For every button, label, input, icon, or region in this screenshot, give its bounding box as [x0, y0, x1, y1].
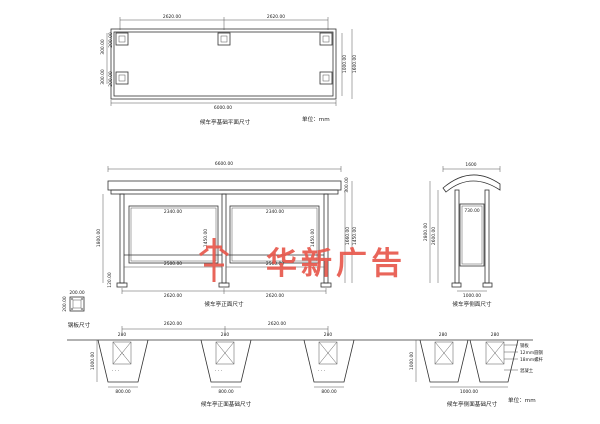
plan-pad-dim-2: 300.00 — [100, 69, 106, 85]
front-panel-dim-2: 2340.00 — [266, 209, 284, 215]
front-height-3: 1450.00 — [352, 227, 358, 245]
legend-item-3: 18mm螺杆 — [520, 356, 544, 363]
front-ad-panel-left — [128, 205, 219, 264]
side-dim-inner: 730.00 — [464, 208, 480, 214]
found-depth-side: 1000.00 — [409, 352, 415, 370]
front-height-7: 120.00 — [107, 272, 113, 288]
watermark-logo — [199, 238, 229, 282]
svg-text:· ·: · · — [120, 353, 124, 358]
front-height-5: 1450.00 — [310, 229, 316, 247]
front-roof — [107, 180, 342, 191]
found-width-3: 800.00 — [321, 389, 337, 395]
found-dim-top-2: 2620.00 — [268, 321, 286, 327]
found-small-dim-1: 280 — [118, 332, 127, 338]
found-small-dim-2: 280 — [221, 332, 230, 338]
found-width-4: 1000.00 — [460, 389, 478, 395]
front-post-middle — [221, 193, 227, 284]
side-elevation: 1600 730.00 1000.00 2800.00 2600.00 候车亭侧… — [423, 162, 501, 308]
footing-3: · · · — [303, 339, 355, 383]
legend-item-1: 钢板 — [520, 342, 529, 349]
front-bottom-dim-1: 2620.00 — [164, 293, 182, 299]
side-height-1: 2800.00 — [423, 223, 429, 241]
found-small-dim-5: 280 — [491, 332, 500, 338]
found-small-dim-4: 280 — [439, 332, 448, 338]
front-inner-dim-2: 2500.00 — [266, 261, 284, 267]
found-width-1: 800.00 — [115, 389, 131, 395]
footing-1: · · · · · — [97, 339, 149, 383]
watermark: 华新广告 — [199, 238, 406, 282]
svg-text:· · ·: · · · — [318, 369, 325, 374]
side-post-right — [484, 189, 490, 284]
side-panel — [459, 203, 485, 267]
front-post-left — [119, 193, 125, 284]
watermark-text: 华新广告 — [266, 246, 406, 282]
found-dim-top-1: 2620.00 — [164, 321, 182, 327]
plan-outline — [110, 28, 337, 100]
front-bottom-dim-2: 2620.00 — [266, 293, 284, 299]
footing-side — [419, 339, 519, 383]
plan-dim-top-1: 2620.00 — [163, 14, 181, 20]
side-dim-top: 1600 — [465, 162, 476, 168]
side-roof — [442, 174, 501, 193]
front-height-1: 1800.00 — [96, 229, 102, 247]
front-height-6: 300.00 — [344, 177, 350, 193]
plate-dim-w: 200.00 — [69, 290, 85, 296]
foundation-sections: 2620.00 2620.00 280 280 280 280 280 · · … — [67, 321, 544, 408]
svg-text:· · ·: · · · — [112, 369, 119, 374]
plan-dim-total: 6000.00 — [214, 105, 232, 111]
front-height-4: 1450.00 — [203, 229, 209, 247]
foundation-side-caption: 候车亭侧面基础尺寸 — [447, 400, 498, 408]
plan-pad-dim-3: 200.00 — [108, 32, 114, 48]
foundation-legend: 钢板 12mm圆钢 18mm螺杆 混凝土 — [504, 342, 544, 374]
front-height-2: 1660.00 — [345, 227, 351, 245]
plan-caption: 候车亭基础平面尺寸 — [200, 118, 251, 126]
side-dim-bottom: 1000.00 — [463, 293, 481, 299]
front-dim-top: 6600.00 — [215, 161, 233, 167]
front-caption: 候车亭正面尺寸 — [204, 300, 244, 308]
plan-footing — [115, 32, 333, 85]
steel-plate-detail: 200.00 200.00 钢板尺寸 — [62, 290, 91, 329]
front-elevation: 6600.00 2340.00 2340.00 2500.00 2500.00 … — [96, 161, 358, 308]
side-caption: 候车亭侧面尺寸 — [452, 300, 492, 308]
side-height-2: 2600.00 — [431, 227, 437, 245]
plate-dim-h: 200.00 — [62, 296, 68, 312]
front-panel-dim-1: 2340.00 — [164, 209, 182, 215]
plan-side-dim-2: 1600.00 — [352, 55, 358, 73]
front-ad-panel-right — [229, 205, 320, 264]
legend-item-4: 混凝土 — [520, 367, 534, 374]
foundation-caption: 候车亭正面基础尺寸 — [201, 400, 252, 408]
found-small-dim-3: 280 — [324, 332, 333, 338]
plan-pad-dim-4: 200.00 — [108, 71, 114, 87]
svg-text:· · ·: · · · — [215, 369, 222, 374]
foundation-unit: 单位：mm — [508, 396, 536, 404]
front-inner-dim-1: 2500.00 — [164, 261, 182, 267]
plan-unit: 单位：mm — [302, 115, 330, 123]
plate-caption: 钢板尺寸 — [68, 321, 91, 329]
steel-plate — [69, 296, 85, 312]
plan-dim-top-2: 2620.00 — [267, 14, 285, 20]
legend-item-2: 12mm圆钢 — [520, 349, 544, 356]
side-post-left — [454, 189, 460, 284]
found-depth: 1000.00 — [90, 352, 96, 370]
plan-view: 2620.00 2620.00 300.00 300.00 200.00 200… — [100, 14, 358, 126]
plan-side-dim-1: 1000.00 — [342, 55, 348, 73]
footing-2: · · · — [200, 339, 252, 383]
found-width-2: 800.00 — [218, 389, 234, 395]
plan-pad-dim-1: 300.00 — [100, 39, 106, 55]
